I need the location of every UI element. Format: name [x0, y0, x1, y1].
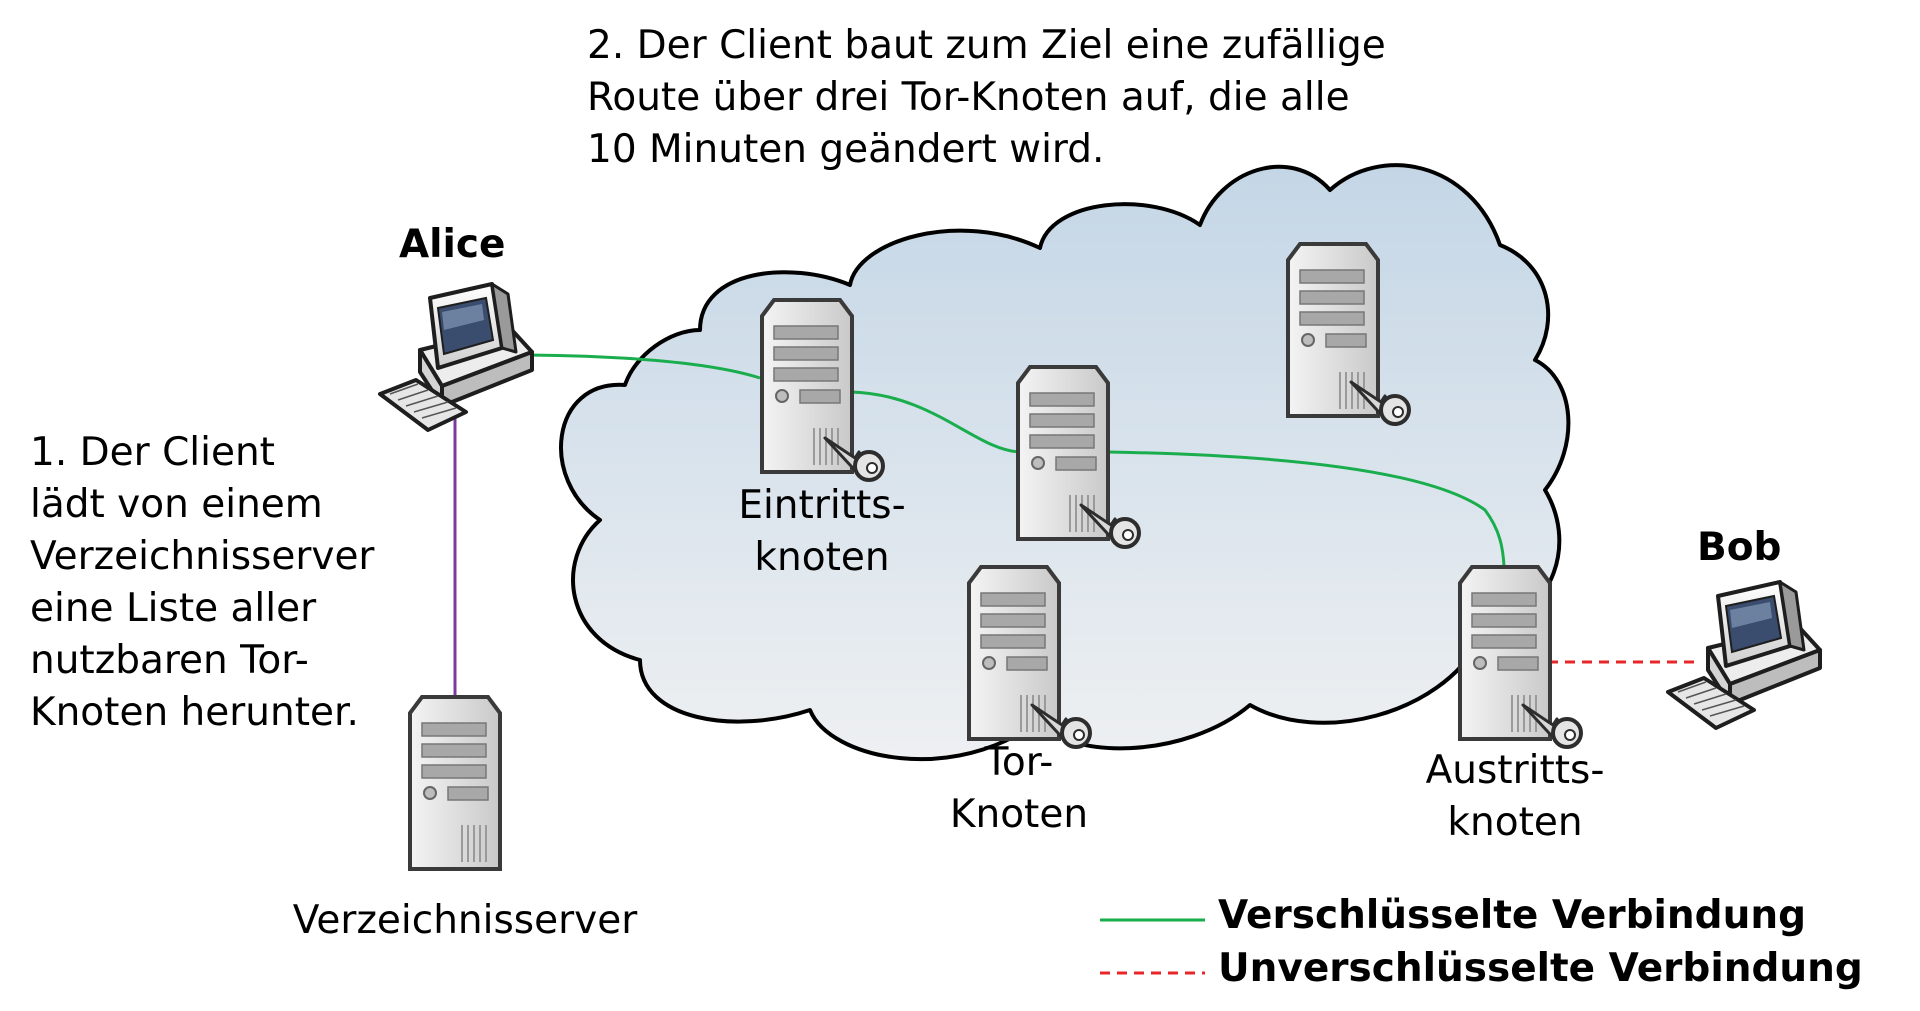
tor-node-label: Tor- Knoten	[949, 740, 1089, 837]
encrypted-link-entry-middle	[851, 390, 1021, 454]
alice-computer-icon	[378, 282, 534, 432]
encrypted-link-alice-entry	[527, 353, 761, 380]
directory-server-icon	[408, 695, 502, 871]
exit-node-label: Austritts- knoten	[1425, 748, 1605, 845]
alice-label: Alice	[399, 222, 506, 267]
directory-server-label: Verzeichnisserver	[292, 898, 638, 943]
entry-node-label: Eintritts- knoten	[738, 483, 906, 580]
step-2-description: 2. Der Client baut zum Ziel eine zufälli…	[587, 23, 1386, 172]
bob-label: Bob	[1697, 525, 1782, 570]
legend-encrypted-label: Verschlüsselte Verbindung	[1218, 893, 1807, 938]
step-1-description: 1. Der Client lädt von einem Verzeichnis…	[30, 430, 375, 735]
encrypted-link-middle-exit	[1107, 450, 1506, 567]
bob-computer-icon	[1666, 580, 1822, 730]
legend-unencrypted-label: Unverschlüsselte Verbindung	[1218, 946, 1863, 991]
